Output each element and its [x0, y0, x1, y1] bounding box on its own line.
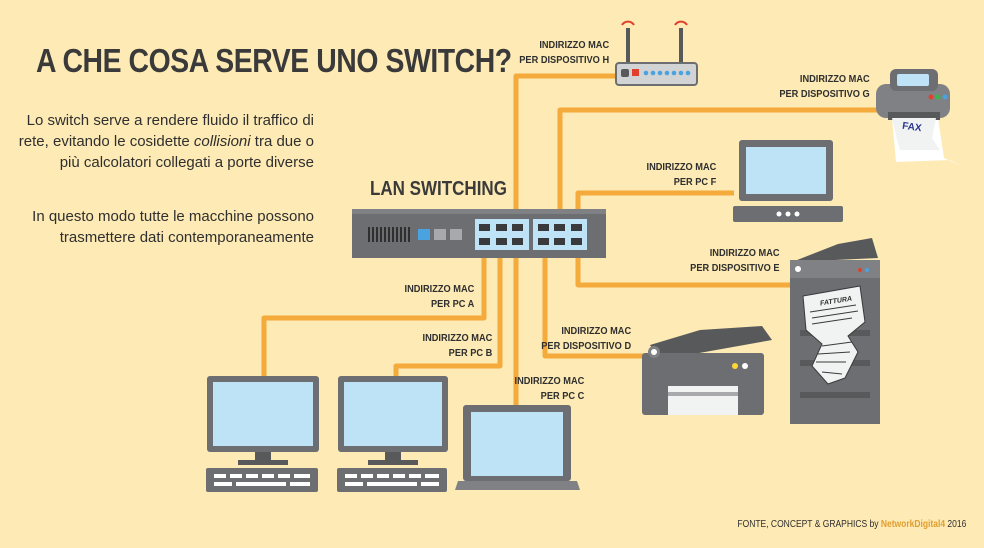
- cable-router-h: [513, 73, 616, 222]
- pc-a: [206, 376, 319, 492]
- mac-label-b: INDIRIZZO MAC PER PC B: [422, 331, 492, 361]
- router-device: [615, 20, 698, 86]
- mac-label-c: INDIRIZZO MAC PER PC C: [514, 374, 584, 404]
- mac-label-e-line1: INDIRIZZO MAC: [710, 247, 780, 259]
- mac-label-d: INDIRIZZO MAC PER DISPOSITIVO D: [541, 324, 631, 354]
- mac-label-a: INDIRIZZO MAC PER PC A: [404, 282, 474, 312]
- mac-label-h-letter: H: [602, 54, 609, 66]
- switch-ports: [479, 224, 582, 245]
- credit-line: FONTE, CONCEPT & GRAPHICS by NetworkDigi…: [737, 519, 966, 530]
- mac-label-g-line2: PER DISPOSITIVO: [779, 88, 861, 100]
- mac-label-b-line2: PER PC: [448, 347, 483, 359]
- mac-label-g: INDIRIZZO MAC PER DISPOSITIVO G: [780, 72, 870, 102]
- mac-label-c-line2: PER PC: [540, 390, 575, 402]
- lan-switch: [352, 209, 606, 258]
- intro-paragraph-simultaneous: In questo modo tutte le macchine possono…: [32, 208, 314, 246]
- mac-label-e-line2: PER DISPOSITIVO: [690, 262, 772, 274]
- fax-device: FAX: [876, 69, 962, 166]
- mac-label-e: INDIRIZZO MAC PER DISPOSITIVO E: [691, 246, 780, 276]
- cable-pc-b: [393, 246, 503, 376]
- mac-label-f-letter: F: [710, 176, 716, 188]
- port-bank-left: [475, 219, 529, 250]
- pc-f: [733, 140, 843, 222]
- credit-prefix: FONTE, CONCEPT & GRAPHICS by: [737, 519, 881, 530]
- mac-label-c-letter: C: [577, 390, 584, 402]
- mac-label-b-line1: INDIRIZZO MAC: [422, 332, 492, 344]
- pc-b: [337, 376, 448, 492]
- mac-label-e-letter: E: [773, 262, 780, 274]
- port-bank-right: [533, 219, 587, 250]
- cable-fax-g: [557, 107, 880, 222]
- copier-device: FATTURA: [790, 238, 880, 424]
- mac-label-a-line2: PER PC: [430, 298, 466, 310]
- credit-brand: NetworkDigital4: [880, 519, 945, 530]
- fax-paper-text: FAX: [901, 121, 922, 135]
- cable-pc-a: [261, 246, 487, 376]
- mac-label-h: INDIRIZZO MAC PER DISPOSITIVO H: [519, 38, 609, 68]
- mac-label-a-line1: INDIRIZZO MAC: [404, 283, 474, 295]
- copier-paper-text: FATTURA: [820, 296, 853, 308]
- mac-label-f-line1: INDIRIZZO MAC: [646, 161, 716, 173]
- mac-label-h-line2: PER DISPOSITIVO: [519, 54, 600, 66]
- mac-label-b-letter: B: [485, 347, 492, 359]
- mac-label-g-letter: G: [862, 88, 870, 100]
- intro-paragraph-collisions: Lo switch serve a rendere fluido il traf…: [14, 110, 314, 173]
- mac-label-d-letter: D: [624, 340, 631, 352]
- mac-label-c-line1: INDIRIZZO MAC: [514, 375, 584, 387]
- laptop-c: [455, 405, 580, 490]
- page-title: A CHE COSA SERVE UNO SWITCH?: [36, 42, 512, 79]
- printer-d: [642, 326, 772, 415]
- credit-year: 2016: [944, 519, 966, 530]
- intro-text-before: Lo switch serve a rendere fluido il traf…: [18, 112, 314, 150]
- mac-label-d-line2: PER DISPOSITIVO: [541, 340, 622, 352]
- switch-vent: [368, 227, 410, 242]
- switch-label: LAN SWITCHING: [370, 178, 507, 200]
- switch-blue-led: [418, 229, 430, 240]
- mac-label-d-line1: INDIRIZZO MAC: [561, 325, 631, 337]
- mac-label-a-letter: A: [467, 298, 474, 310]
- cable-printer-d: [542, 246, 650, 359]
- mac-label-f: INDIRIZZO MAC PER PC F: [646, 160, 716, 190]
- mac-label-f-line2: PER PC: [673, 176, 708, 188]
- mac-label-g-line1: INDIRIZZO MAC: [800, 73, 870, 85]
- mac-label-h-line1: INDIRIZZO MAC: [539, 39, 609, 51]
- intro-text-italic: collisioni: [193, 133, 251, 150]
- intro-text-after: tra due o più calcolatori collegati a po…: [59, 133, 314, 171]
- cable-copier-e: [575, 246, 794, 288]
